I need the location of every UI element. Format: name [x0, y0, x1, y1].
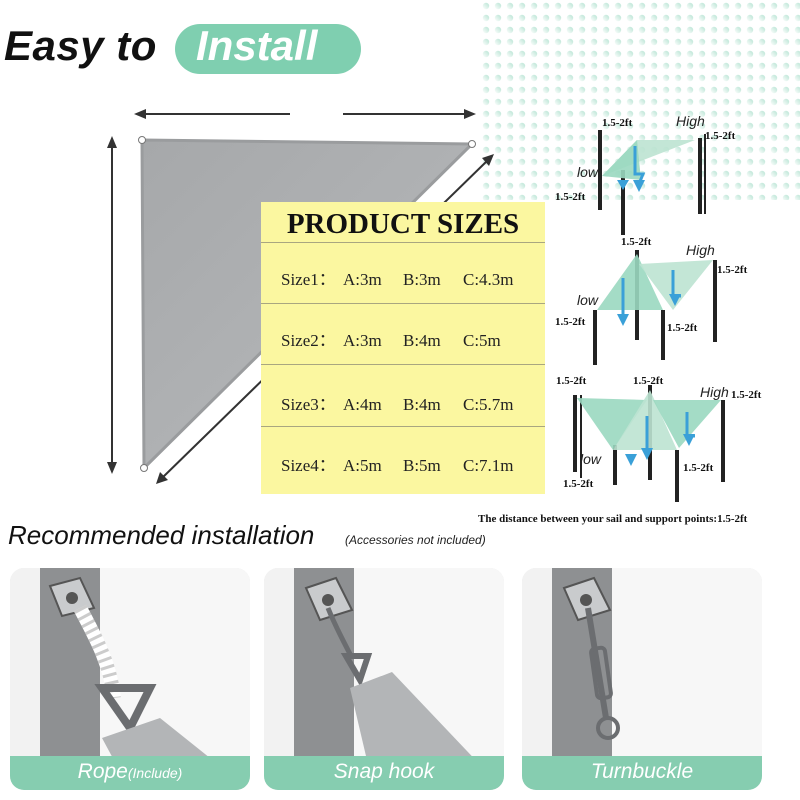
size-label: Size4：	[281, 456, 336, 475]
size-a: A:4m	[343, 395, 382, 414]
turnbuckle-label: Turnbuckle	[590, 760, 694, 783]
turnbuckle-card-bar	[522, 756, 762, 790]
size-row: Size3： A:4m B:4m C:5.7m	[281, 390, 541, 415]
rope-card: Rope(Include)	[10, 568, 250, 790]
header-easy-to: Easy to	[4, 22, 157, 69]
dot-pattern-decoration	[480, 0, 800, 200]
size-label: Size3：	[281, 395, 336, 414]
size-b: B:3m	[403, 270, 441, 289]
diagram3-top-left-label: 1.5-2ft	[556, 375, 587, 387]
size-row: Size2： A:3m B:4m C:5m	[281, 326, 541, 351]
install-pill	[175, 24, 361, 74]
diagram2-high-label: High	[686, 242, 715, 258]
size-c: C:7.1m	[463, 456, 514, 475]
diagram1-top-label: 1.5-2ft	[602, 117, 633, 129]
size-row: Size1： A:3m B:3m C:4.3m	[281, 265, 541, 290]
turnbuckle-card: Turnbuckle	[522, 568, 762, 790]
diagram2-low-label: low	[577, 292, 599, 308]
size-c: C:5m	[463, 331, 501, 350]
diagram1-high-label: High	[676, 113, 705, 129]
diagram3-middle-label: 1.5-2ft	[683, 462, 714, 474]
size-c: C:5.7m	[463, 395, 514, 414]
diagram1-low-label: low	[577, 164, 599, 180]
rope-label: Rope(Include)	[10, 760, 250, 784]
size-a: A:3m	[343, 331, 382, 350]
installation-diagrams	[573, 130, 725, 502]
table-divider	[261, 426, 545, 427]
snap-hook-card: Snap hook	[264, 568, 504, 790]
rope-photo	[10, 568, 250, 790]
diagram2-left-label: 1.5-2ft	[555, 316, 586, 328]
product-sizes-table	[261, 202, 545, 494]
recommended-subtitle: (Accessories not included)	[345, 533, 486, 547]
diagram3-high-label: High	[700, 384, 729, 400]
distance-note: The distance between your sail and suppo…	[478, 513, 748, 525]
recommended-title: Recommended installation	[8, 520, 315, 550]
snap-hook-card-bar	[264, 756, 504, 790]
rope-card-bar	[10, 756, 250, 790]
diagram2-top-label: 1.5-2ft	[621, 236, 652, 248]
size-row: Size4： A:5m B:5m C:7.1m	[281, 451, 541, 476]
turnbuckle-photo	[522, 568, 762, 790]
size-a: A:3m	[343, 270, 382, 289]
diagram2-right-label: 1.5-2ft	[717, 264, 748, 276]
table-divider	[261, 303, 545, 304]
table-divider	[261, 364, 545, 365]
size-b: B:4m	[403, 331, 441, 350]
diagram3-low-label: low	[580, 451, 602, 467]
rope-label-small: (Include)	[127, 765, 183, 781]
diagram2-middle-label: 1.5-2ft	[667, 322, 698, 334]
product-sizes-title: PRODUCT SIZES	[286, 208, 520, 240]
table-divider	[261, 242, 545, 243]
size-label: Size2：	[281, 331, 336, 350]
size-a: A:5m	[343, 456, 382, 475]
size-b: B:5m	[403, 456, 441, 475]
size-c: C:4.3m	[463, 270, 514, 289]
diagram3-top-mid-label: 1.5-2ft	[633, 375, 664, 387]
size-b: B:4m	[403, 395, 441, 414]
diagram1-right-label: 1.5-2ft	[705, 130, 736, 142]
snap-hook-label: Snap hook	[333, 760, 435, 783]
diagram3-right-label: 1.5-2ft	[731, 389, 762, 401]
diagram3-bottom-left-label: 1.5-2ft	[563, 478, 594, 490]
size-label: Size1：	[281, 270, 336, 289]
diagram1-left-label: 1.5-2ft	[555, 191, 586, 203]
rope-label-text: Rope	[77, 760, 128, 783]
header-install: Install	[196, 22, 318, 69]
